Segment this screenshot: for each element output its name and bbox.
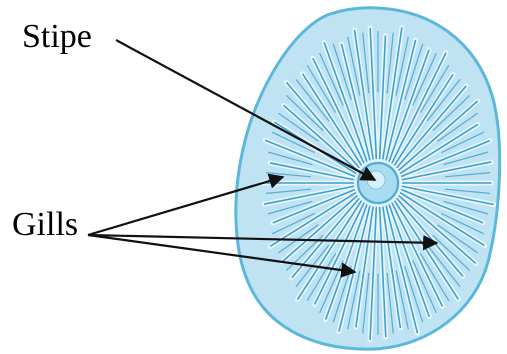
label-gills: Gills xyxy=(12,208,78,242)
label-stipe: Stipe xyxy=(22,20,92,54)
